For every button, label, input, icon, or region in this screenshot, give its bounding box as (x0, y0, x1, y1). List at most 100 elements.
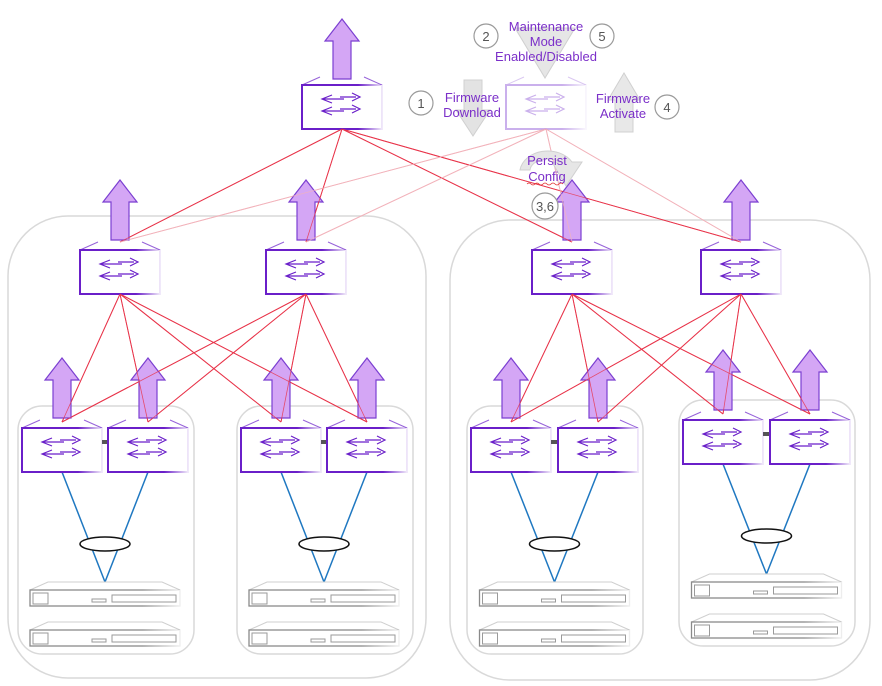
server-top-icon (29, 621, 181, 631)
left-arrow-icon (524, 106, 548, 116)
spine-switch-1 (79, 241, 161, 295)
server-drive-icon (773, 586, 838, 595)
left-arrow-icon (259, 449, 283, 459)
fabric-link-overlay (341, 128, 742, 243)
firmware-download-arrow-icon (455, 79, 491, 137)
server-top-icon (691, 613, 842, 623)
switch-top-icon (240, 419, 322, 429)
left-arrow-icon (788, 429, 812, 439)
host-link-a-2 (280, 471, 325, 583)
server-icon (29, 621, 181, 647)
bond-icon (740, 528, 793, 544)
host-link-b-3 (553, 471, 599, 583)
switch-body-icon (505, 84, 587, 130)
left-arrow-icon (576, 437, 600, 447)
fabric-link-overlay (119, 128, 547, 243)
leaf-switch-1 (21, 419, 103, 473)
right-arrow-icon (509, 435, 531, 445)
left-arrow-icon (284, 259, 308, 269)
server-chassis-icon (248, 629, 400, 647)
right-arrow-icon (596, 435, 618, 445)
server-led-icon (310, 598, 326, 603)
left-arrow-icon (40, 437, 64, 447)
server-drive-icon (111, 594, 177, 603)
server-top-icon (29, 581, 181, 591)
switch-body-icon (107, 427, 189, 473)
firmware-activate-line2: Activate (600, 106, 646, 121)
host-link-b-1 (104, 471, 149, 583)
right-arrow-icon (808, 427, 830, 437)
right-arrow-icon (340, 92, 362, 102)
switch-body-icon (326, 427, 408, 473)
left-arrow-icon (550, 271, 574, 281)
fabric-link-overlay (571, 293, 724, 415)
left-arrow-icon (320, 106, 344, 116)
links (61, 128, 811, 583)
switch-body-icon (240, 427, 322, 473)
step-5-badge (589, 23, 615, 49)
uplink-arrow-icon (43, 357, 81, 419)
server-top-icon (248, 621, 400, 631)
uplink-arrow-icon (129, 357, 167, 419)
leaf-switch-4 (326, 419, 408, 473)
step-3-6-number: 3,6 (536, 199, 554, 214)
leaf-switch-6 (557, 419, 639, 473)
switch-body-icon (265, 249, 347, 295)
right-arrow-icon (340, 104, 362, 114)
server-icon (248, 581, 400, 607)
server-chassis-icon (29, 589, 181, 607)
firmware-activate-arrow-icon (607, 72, 641, 133)
fabric-link-overlay (571, 293, 811, 415)
left-arrow-icon (40, 449, 64, 459)
server-icon (478, 581, 631, 607)
spine-switch-2 (265, 241, 347, 295)
switch-top-icon (470, 419, 552, 429)
left-arrow-icon (550, 259, 574, 269)
server-bay-icon (694, 624, 710, 637)
fabric-link-overlay (571, 293, 599, 423)
left-arrow-icon (98, 271, 122, 281)
server-drive-icon (561, 594, 626, 603)
host-link-b-2 (323, 471, 368, 583)
fabric-link-overlay (545, 128, 742, 243)
step-1-badge (408, 90, 434, 116)
leaf-pair-container-2 (236, 405, 414, 655)
maintenance-label-line1: Maintenance (509, 19, 583, 34)
server-bay-icon (251, 632, 268, 645)
switch-body-icon (700, 249, 782, 295)
spellcheck-underline (526, 182, 564, 186)
switch-top-icon (682, 411, 764, 421)
uplink-arrow-icon (791, 349, 829, 411)
server-drive-icon (561, 634, 626, 643)
right-arrow-icon (118, 257, 140, 267)
step-3-6-badge (531, 192, 559, 220)
server-icon (690, 613, 843, 639)
fabric-link-overlay (305, 128, 343, 243)
right-arrow-icon (279, 447, 301, 457)
right-arrow-icon (365, 435, 387, 445)
server-bay-icon (32, 632, 49, 645)
server-bay-icon (32, 592, 49, 605)
right-arrow-icon (570, 269, 592, 279)
right-arrow-icon (509, 447, 531, 457)
left-arrow-icon (345, 449, 369, 459)
leaf-pair-container-4 (678, 399, 856, 647)
server-led-icon (541, 638, 556, 643)
persist-config-arrow-icon (519, 150, 583, 187)
server-chassis-icon (248, 589, 400, 607)
server-icon (248, 621, 400, 647)
right-arrow-icon (304, 269, 326, 279)
left-arrow-icon (576, 449, 600, 459)
step-2-badge (473, 23, 499, 49)
super-spine-switch-1 (301, 76, 383, 130)
fabric-link-overlay (147, 293, 307, 423)
server-led-icon (91, 638, 107, 643)
uplink-arrow-icon (722, 179, 760, 241)
persist-config-line1: Persist (527, 153, 567, 168)
fabric-link-overlay (597, 293, 742, 423)
server-icon (478, 621, 631, 647)
fabric-link-overlay (119, 293, 282, 423)
leaf-switch-8 (769, 411, 851, 465)
server-bay-icon (251, 592, 268, 605)
